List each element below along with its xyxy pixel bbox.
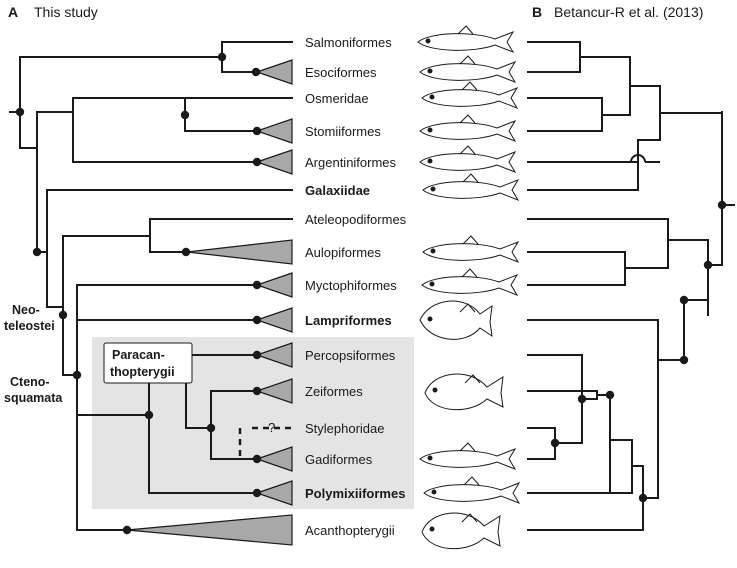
node bbox=[32, 247, 42, 257]
node bbox=[252, 488, 262, 498]
taxon-label-gadiformes: Gadiformes bbox=[305, 452, 373, 467]
node bbox=[181, 247, 191, 257]
node bbox=[144, 410, 154, 420]
taxon-label-acanthopterygii: Acanthopterygii bbox=[305, 523, 395, 538]
taxon-label-esociformes: Esociformes bbox=[305, 65, 377, 80]
uncertain-mark: ? bbox=[268, 420, 275, 435]
svg-text:squamata: squamata bbox=[4, 391, 63, 405]
triangle-argentiniformes bbox=[255, 149, 293, 175]
node bbox=[252, 157, 262, 167]
taxon-label-ateleopodiformes: Ateleopodiformes bbox=[305, 212, 407, 227]
node bbox=[206, 423, 216, 433]
salmon-icon bbox=[417, 25, 515, 53]
taxon-label-osmeridae: Osmeridae bbox=[305, 91, 369, 106]
node bbox=[252, 350, 262, 360]
taxon-label-galaxiidae: Galaxiidae bbox=[305, 183, 370, 198]
tree-a-nodes bbox=[15, 52, 262, 535]
taxon-label-stomiiformes: Stomiiformes bbox=[305, 124, 381, 139]
node bbox=[15, 107, 25, 117]
tree-b-crossing bbox=[624, 154, 660, 163]
triangle-stomiiformes bbox=[255, 118, 293, 144]
node bbox=[72, 370, 82, 380]
taxon-label-stylephoridae: Stylephoridae bbox=[305, 421, 385, 436]
node bbox=[550, 438, 560, 448]
node bbox=[638, 493, 648, 503]
lizardfish-icon bbox=[422, 235, 520, 263]
taxon-label-myctophiformes: Myctophiformes bbox=[305, 278, 397, 293]
node bbox=[217, 52, 227, 62]
svg-text:Neo-: Neo- bbox=[12, 303, 40, 317]
group-label-paracanthopterygii: Paracan- thopterygii bbox=[103, 342, 193, 384]
taxon-label-salmoniformes: Salmoniformes bbox=[305, 35, 392, 50]
triangle-lampriformes bbox=[255, 307, 293, 333]
tree-a-triangles bbox=[126, 59, 293, 546]
svg-text:thopterygii: thopterygii bbox=[110, 365, 175, 379]
tree-b-nodes bbox=[550, 200, 727, 503]
panel-a-header: A This study bbox=[8, 4, 98, 20]
taxon-label-lampriformes: Lampriformes bbox=[305, 313, 392, 328]
taxon-labels: SalmoniformesEsociformesOsmeridaeStomiif… bbox=[305, 35, 407, 538]
opah-icon bbox=[419, 300, 493, 340]
triangle-myctophiformes bbox=[255, 272, 293, 298]
node bbox=[577, 394, 587, 404]
triangle-polymixiiformes bbox=[255, 480, 293, 506]
node bbox=[122, 525, 132, 535]
node bbox=[58, 310, 68, 320]
svg-text:Cteno-: Cteno- bbox=[10, 375, 50, 389]
taxon-label-percopsiformes: Percopsiformes bbox=[305, 348, 396, 363]
pike-icon bbox=[419, 55, 517, 83]
fish-icons bbox=[417, 25, 521, 550]
node bbox=[679, 355, 689, 365]
galaxias-icon bbox=[422, 173, 520, 201]
taxon-label-zeiformes: Zeiformes bbox=[305, 384, 363, 399]
svg-text:Paracan-: Paracan- bbox=[112, 348, 165, 362]
triangle-percopsiformes bbox=[255, 342, 293, 368]
node bbox=[703, 260, 713, 270]
taxon-label-aulopiformes: Aulopiformes bbox=[305, 245, 381, 260]
node bbox=[252, 454, 262, 464]
triangle-aulopiformes bbox=[186, 239, 293, 265]
panel-b-header: B Betancur-R et al. (2013) bbox=[532, 4, 703, 20]
node bbox=[679, 295, 689, 305]
triangle-zeiformes bbox=[255, 378, 293, 404]
svg-text:teleostei: teleostei bbox=[4, 319, 55, 333]
taxon-label-polymixiiformes: Polymixiiformes bbox=[305, 486, 405, 501]
panel-b-letter: B bbox=[532, 4, 542, 20]
dory-icon bbox=[424, 373, 504, 411]
node bbox=[252, 315, 262, 325]
node bbox=[252, 126, 262, 136]
group-label-neoteleostei: Neo- teleostei bbox=[4, 303, 55, 333]
triangle-esociformes bbox=[255, 59, 293, 85]
triangle-acanthopterygii bbox=[126, 514, 293, 546]
group-label-ctenosquamata: Cteno- squamata bbox=[4, 375, 63, 405]
dragonfish-icon bbox=[419, 114, 517, 142]
argentine-icon bbox=[419, 145, 517, 173]
node bbox=[180, 110, 190, 120]
lanternfish-icon bbox=[421, 268, 519, 296]
beardfish-icon bbox=[423, 476, 521, 504]
panel-a-letter: A bbox=[8, 4, 18, 20]
smelt-icon bbox=[421, 81, 519, 109]
node bbox=[252, 280, 262, 290]
node bbox=[717, 200, 727, 210]
taxon-label-argentiniformes: Argentiniformes bbox=[305, 155, 397, 170]
tree-a bbox=[9, 41, 293, 531]
tree-b bbox=[527, 41, 735, 531]
stylephoridae-uncertain-branch bbox=[238, 426, 292, 456]
panel-a-title: This study bbox=[34, 4, 98, 20]
node bbox=[252, 386, 262, 396]
node bbox=[251, 67, 261, 77]
perch-icon bbox=[421, 512, 501, 550]
triangle-gadiformes bbox=[255, 446, 293, 472]
cod-icon bbox=[419, 442, 517, 470]
node bbox=[605, 390, 615, 400]
panel-b-title: Betancur-R et al. (2013) bbox=[554, 4, 703, 20]
